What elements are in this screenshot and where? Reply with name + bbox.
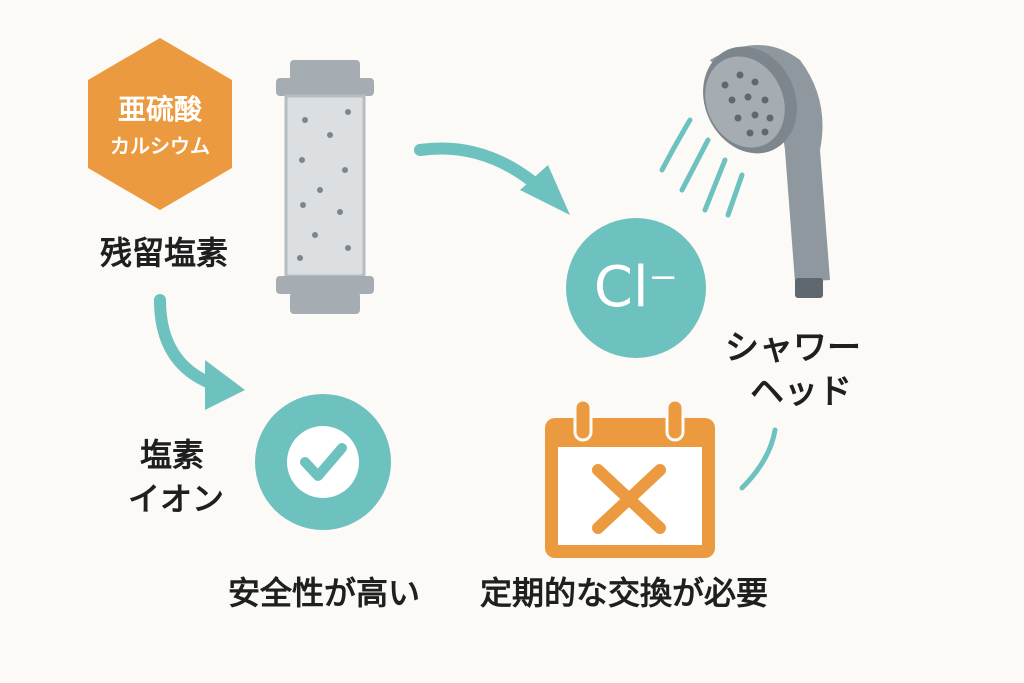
- water-spray: [659, 117, 745, 218]
- chloride-ion-circle: [566, 218, 706, 358]
- label-chloride-ion-line1: 塩素: [140, 436, 205, 474]
- chlorine-symbol: Cl⁻: [593, 255, 679, 320]
- hexagon-badge: [88, 38, 232, 210]
- arrow-head: [520, 165, 570, 215]
- label-regular-replacement: 定期的な交換が必要: [480, 574, 769, 612]
- shower-head-icon: [703, 45, 830, 298]
- label-residual-chlorine: 残留塩素: [100, 234, 229, 272]
- arrow-icon: [154, 294, 221, 391]
- hexagon-label-line2: カルシウム: [110, 134, 210, 158]
- label-chloride-ion-line2: イオン: [128, 480, 225, 518]
- calendar-x-icon: [545, 398, 715, 558]
- filter-cartridge-icon: [276, 60, 374, 314]
- label-shower-head-line1: シャワー: [725, 328, 861, 368]
- arrow-head: [205, 360, 245, 410]
- hexagon-label-line1: 亜硫酸: [117, 93, 202, 126]
- label-high-safety: 安全性が高い: [228, 574, 421, 612]
- connector-line: [739, 427, 778, 491]
- label-shower-head-line2: ヘッド: [750, 372, 852, 412]
- check-circle-icon: [255, 394, 391, 530]
